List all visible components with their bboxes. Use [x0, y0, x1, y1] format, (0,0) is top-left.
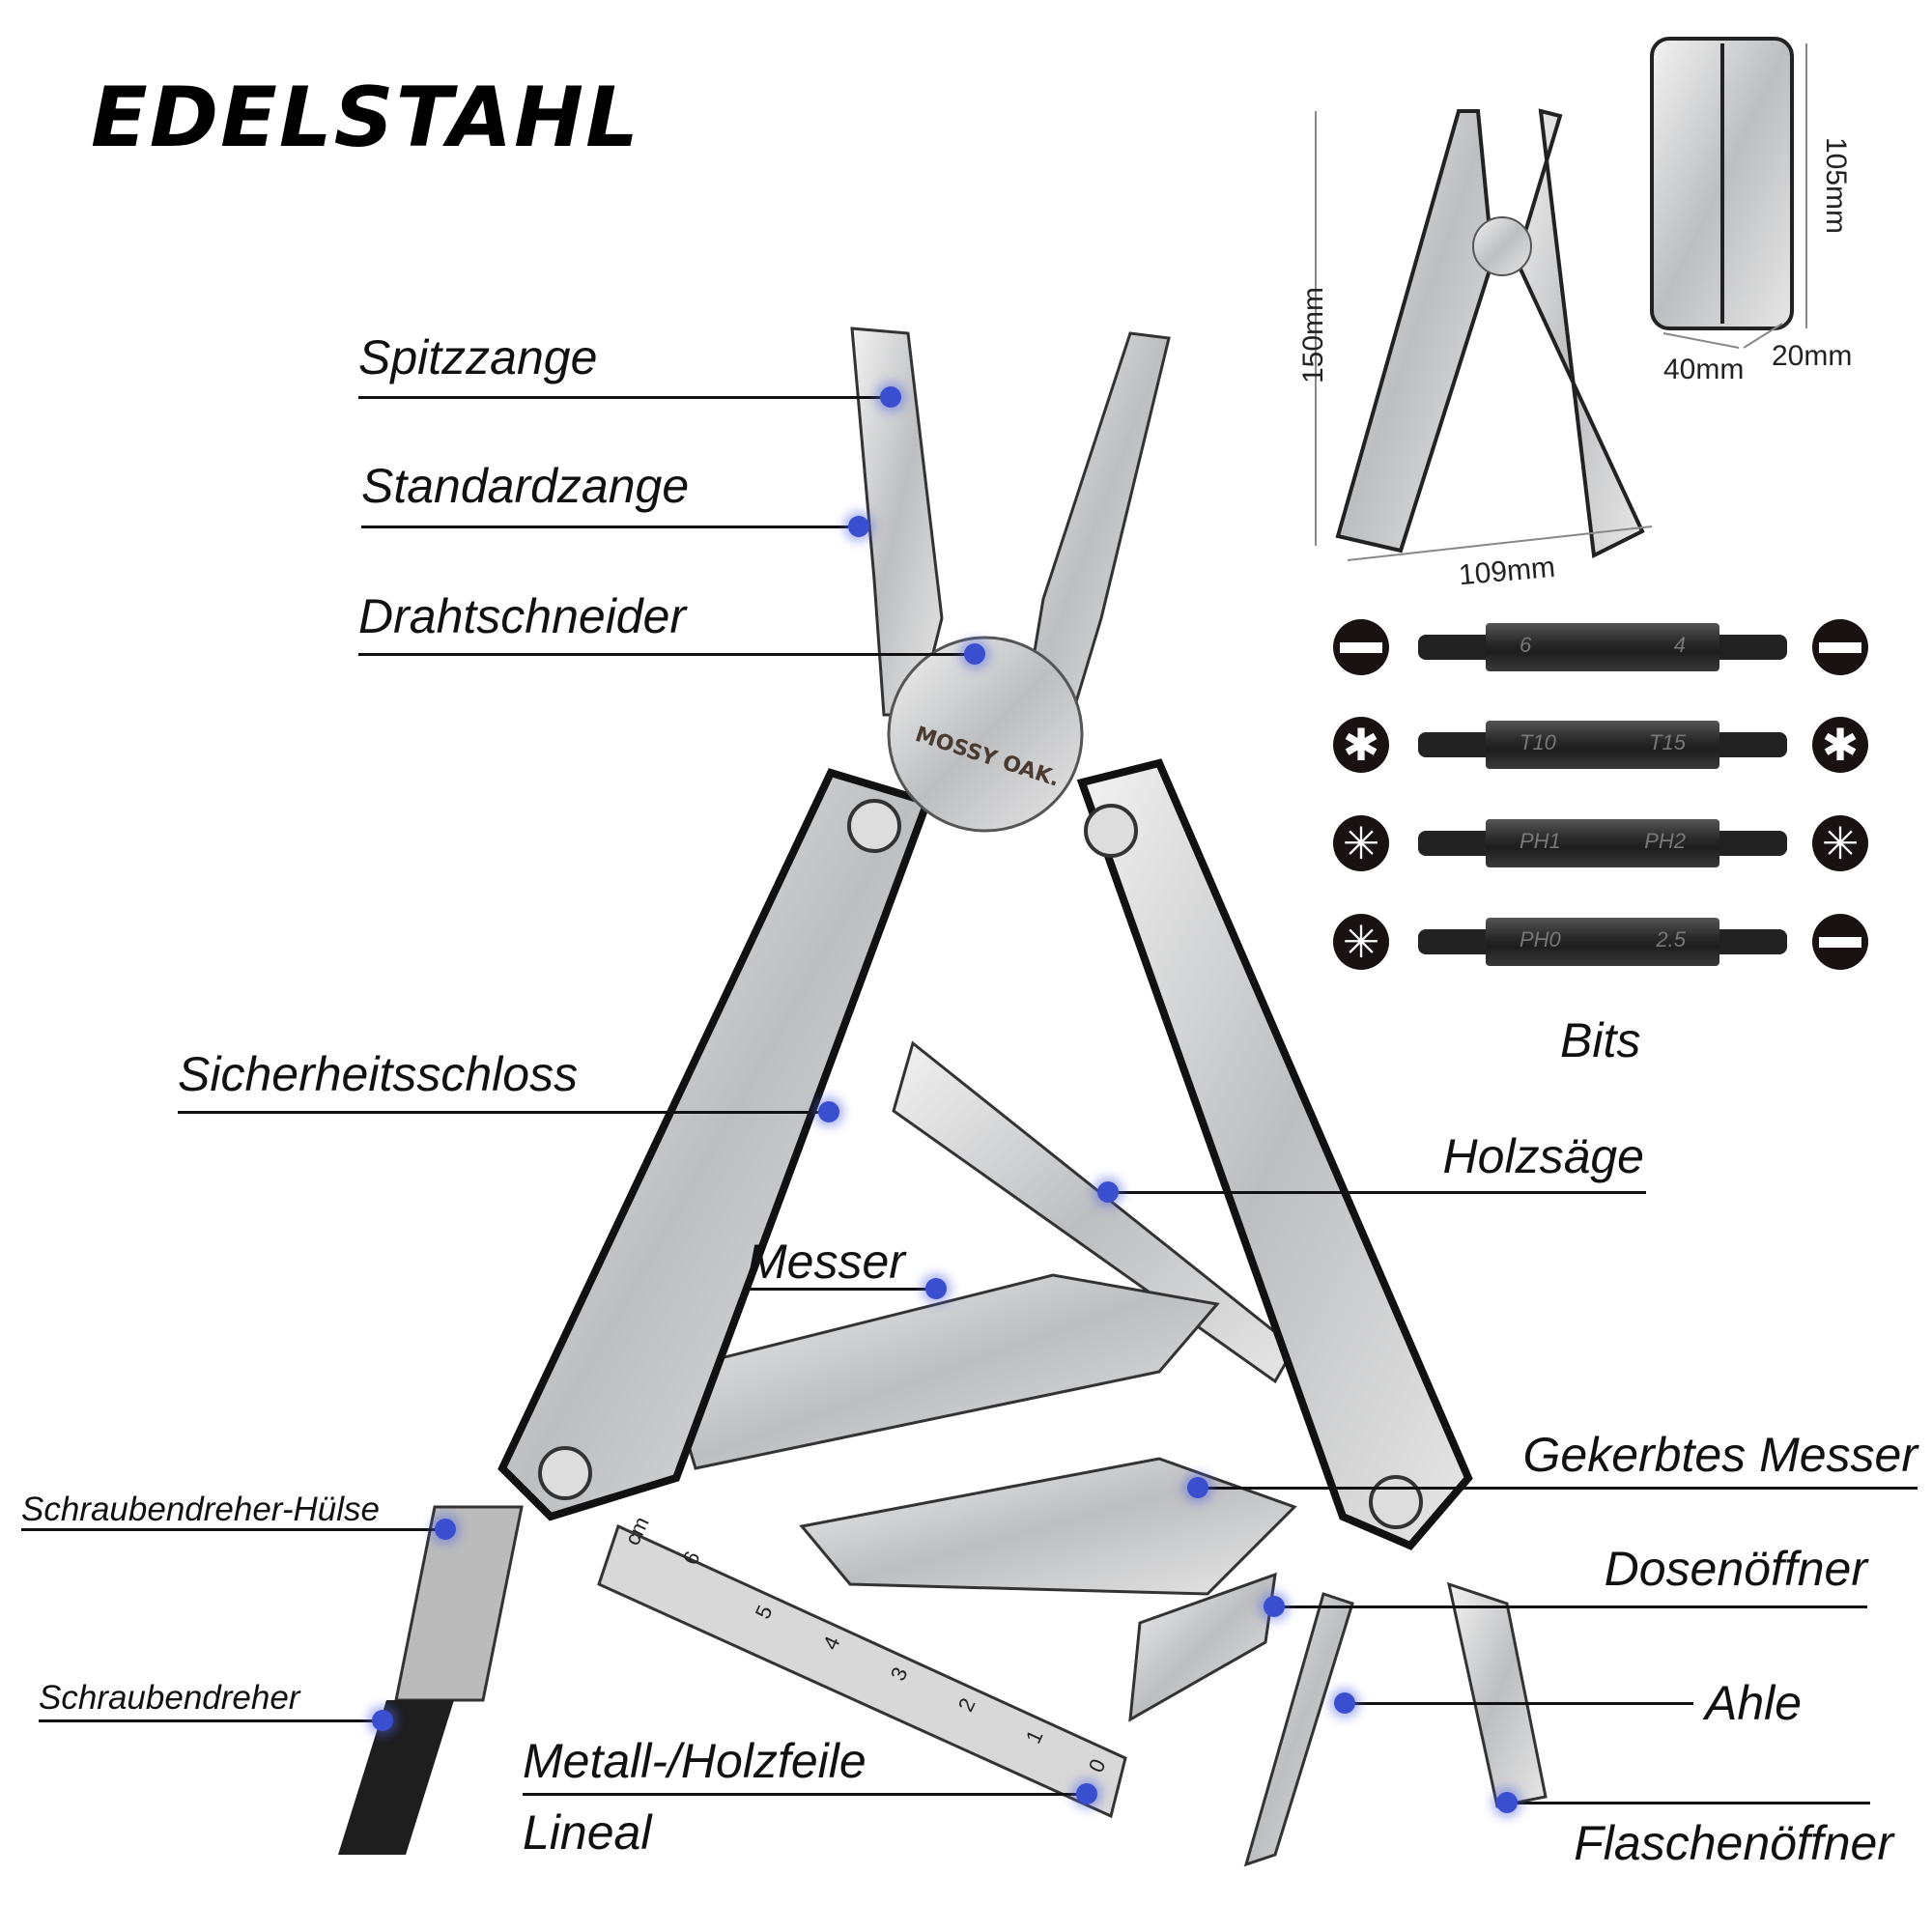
- callout-dot: [1496, 1792, 1518, 1813]
- label-holzsaege: Holzsäge: [1442, 1129, 1644, 1183]
- bit-label: 6: [1520, 633, 1532, 657]
- slotted-icon: [1812, 619, 1868, 675]
- callout-line: [1507, 1802, 1870, 1804]
- callout-dot: [818, 1101, 839, 1122]
- label-lineal: Lineal: [523, 1805, 652, 1860]
- bit-label: 4: [1673, 633, 1686, 657]
- callout-line: [358, 653, 975, 656]
- callout-dot: [964, 643, 985, 665]
- label-ahle: Ahle: [1705, 1676, 1803, 1730]
- callout-dot: [1076, 1783, 1097, 1804]
- bits-caption: Bits: [1560, 1013, 1641, 1067]
- callout-dot: [1264, 1596, 1285, 1617]
- callout-dot: [1097, 1181, 1119, 1203]
- phillips-icon: ✳: [1333, 815, 1389, 871]
- callout-line: [39, 1719, 383, 1722]
- callout-line: [1108, 1191, 1646, 1194]
- slotted-icon: [1333, 619, 1389, 675]
- slotted-icon: [1812, 914, 1868, 970]
- callout-dot: [1334, 1692, 1355, 1714]
- handle-right: [1076, 758, 1473, 1550]
- screw: [538, 1446, 592, 1500]
- ruler-file: [597, 1523, 1127, 1819]
- callout-line: [361, 526, 859, 528]
- callout-dot: [925, 1278, 947, 1299]
- callout-line: [178, 1111, 829, 1114]
- label-dosenoeffner: Dosenöffner: [1604, 1542, 1867, 1596]
- label-spitzzange: Spitzzange: [358, 330, 598, 384]
- torx-icon: ✱: [1812, 717, 1868, 773]
- callout-line: [523, 1793, 1087, 1796]
- phillips-icon: ✳: [1812, 815, 1868, 871]
- label-gekerbtes-messer: Gekerbtes Messer: [1522, 1428, 1918, 1482]
- bit-t10-t15: T10 T15: [1418, 721, 1787, 769]
- callout-line: [1274, 1605, 1867, 1608]
- label-standardzange: Standardzange: [361, 459, 690, 513]
- callout-dot: [880, 386, 901, 408]
- screwdriver-sleeve: [394, 1505, 524, 1702]
- label-sicherheitsschloss: Sicherheitsschloss: [178, 1047, 579, 1101]
- bit-label: PH0: [1520, 927, 1561, 952]
- screw: [1369, 1475, 1423, 1529]
- serrated-knife: [799, 1457, 1297, 1596]
- callout-dot: [1187, 1477, 1208, 1498]
- bit-label: 2.5: [1656, 927, 1686, 952]
- dimension-open-height: 150mm: [1297, 286, 1330, 384]
- knife-blade: [665, 1273, 1220, 1470]
- label-messer: Messer: [747, 1235, 905, 1289]
- label-drahtschneider: Drahtschneider: [358, 589, 687, 643]
- dimension-closed-height: 105mm: [1820, 136, 1853, 235]
- label-schraubendreher: Schraubendreher: [39, 1679, 300, 1717]
- callout-line: [358, 396, 891, 399]
- bit-label: PH2: [1644, 829, 1686, 853]
- phillips-icon: ✳: [1333, 914, 1389, 970]
- bit-label: T10: [1520, 730, 1556, 754]
- bottle-opener: [1446, 1581, 1548, 1808]
- callout-line: [1345, 1702, 1693, 1705]
- open-tool-thumbnail-left: [1335, 109, 1495, 554]
- screwdriver-bit: [338, 1700, 454, 1855]
- callout-dot: [435, 1519, 456, 1540]
- thumbnail-pivot: [1472, 216, 1532, 276]
- pivot-disc: [887, 636, 1084, 833]
- open-tool-thumbnail-right: [1514, 108, 1645, 559]
- dimension-closed-width: 40mm: [1663, 354, 1745, 385]
- label-feile: Metall-/Holzfeile: [523, 1734, 867, 1788]
- callout-line: [747, 1288, 936, 1291]
- callout-dot: [372, 1710, 393, 1731]
- bit-ph1-ph2: PH1 PH2: [1418, 819, 1787, 867]
- label-flaschenoeffner: Flaschenöffner: [1574, 1816, 1893, 1870]
- bit-label: T15: [1649, 730, 1686, 754]
- screw: [1084, 804, 1138, 858]
- awl: [1243, 1592, 1354, 1867]
- saw-blade: [892, 1040, 1296, 1384]
- callout-line: [21, 1528, 445, 1531]
- label-schraubendreher-huelse: Schraubendreher-Hülse: [21, 1491, 380, 1528]
- bit-ph0-2-5: PH0 2.5: [1418, 918, 1787, 966]
- torx-icon: ✱: [1333, 717, 1389, 773]
- callout-line: [1198, 1487, 1918, 1490]
- bit-label: PH1: [1520, 829, 1561, 853]
- dimension-closed-depth: 20mm: [1772, 340, 1853, 372]
- page-title: EDELSTAHL: [91, 70, 640, 166]
- can-opener: [1128, 1572, 1277, 1722]
- screw: [847, 799, 901, 853]
- callout-dot: [848, 516, 869, 537]
